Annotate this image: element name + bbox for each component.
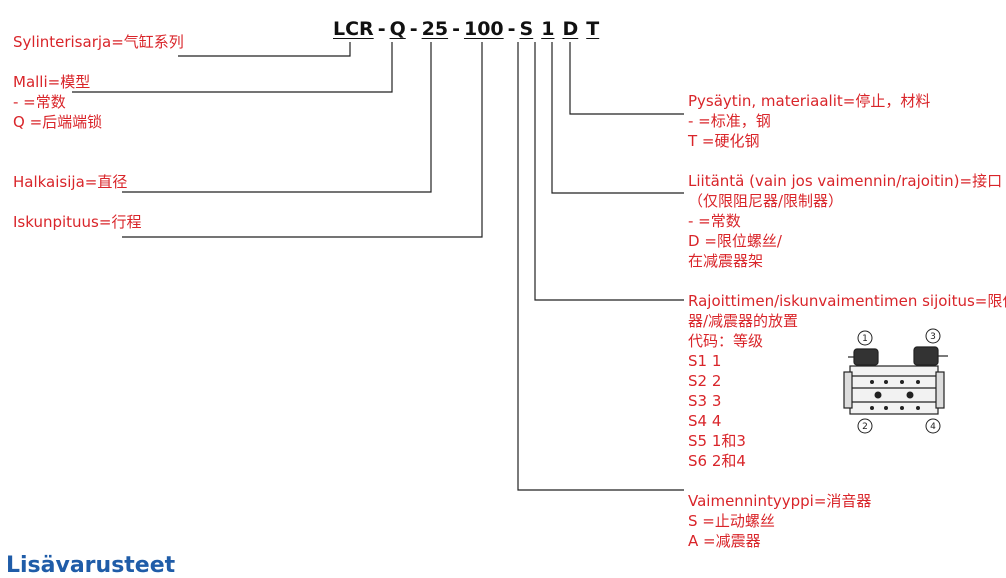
code-placement: S xyxy=(519,18,534,40)
section-heading: Lisävarusteet xyxy=(6,553,176,578)
code-option: D xyxy=(562,18,579,40)
leader-interface xyxy=(551,42,684,194)
label-stopper-std: - =标准，钢 xyxy=(688,112,771,130)
label-bore: Halkaisija=直径 xyxy=(13,173,128,191)
label-stopper-title: Pysäytin, materiaalit=停止，材料 xyxy=(688,92,931,110)
code-bore: 25 xyxy=(421,18,449,40)
label-placement-title2: 器/减震器的放置 xyxy=(688,312,799,330)
label-interface-note: （仅限阻尼器/限制器） xyxy=(688,192,844,210)
label-interface-d: D =限位螺丝/ xyxy=(688,232,782,250)
leader-model xyxy=(72,42,393,93)
label-damper-title: Vaimennintyyppi=消音器 xyxy=(688,492,872,510)
label-model-q: Q =后端端锁 xyxy=(13,113,103,131)
code-dash: - xyxy=(452,18,460,40)
marker-2: 2 xyxy=(862,422,868,432)
label-interface-const: - =常数 xyxy=(688,212,741,230)
label-placement-s2: S2 2 xyxy=(688,372,722,390)
label-placement-s4: S4 4 xyxy=(688,412,722,430)
leader-bore xyxy=(122,42,432,193)
label-damper-s: S =止动螺丝 xyxy=(688,512,775,530)
label-interface-d2: 在减震器架 xyxy=(688,252,764,270)
label-series: Sylinterisarja=气缸系列 xyxy=(13,33,184,51)
leader-series xyxy=(178,42,351,57)
cylinder-placement-figure: 1 3 2 4 xyxy=(843,328,948,434)
marker-4: 4 xyxy=(930,422,936,432)
label-stroke: Iskunpituus=行程 xyxy=(13,213,142,231)
label-placement-s1: S1 1 xyxy=(688,352,722,370)
marker-1: 1 xyxy=(862,334,868,344)
leader-stroke xyxy=(122,42,483,238)
marker-3: 3 xyxy=(930,332,936,342)
leader-damper xyxy=(517,42,684,491)
code-series: LCR xyxy=(333,18,374,40)
label-placement-s6: S6 2和4 xyxy=(688,452,746,470)
code-stroke: 100 xyxy=(463,18,504,40)
code-dash: - xyxy=(507,18,516,40)
label-placement-s5: S5 1和3 xyxy=(688,432,746,450)
leader-placement xyxy=(534,42,684,301)
code-model: Q xyxy=(389,18,406,40)
code-interface: 1 xyxy=(541,18,555,40)
label-placement-s3: S3 3 xyxy=(688,392,722,410)
code-stopper: T xyxy=(586,18,600,40)
label-placement-code: 代码：等级 xyxy=(688,332,764,350)
label-placement-title: Rajoittimen/iskunvaimentimen sijoitus=限位 xyxy=(688,292,1006,310)
code-dash: - xyxy=(409,18,418,40)
label-model-title: Malli=模型 xyxy=(13,73,91,91)
label-interface-title: Liitäntä (vain jos vaimennin/rajoitin)=接… xyxy=(688,172,1003,190)
code-dash: - xyxy=(377,18,386,40)
leader-stopper xyxy=(569,42,684,115)
label-model-const: - =常数 xyxy=(13,93,66,111)
label-damper-a: A =减震器 xyxy=(688,532,761,550)
label-stopper-t: T =硬化钢 xyxy=(688,132,760,150)
leader-lines xyxy=(72,42,684,491)
